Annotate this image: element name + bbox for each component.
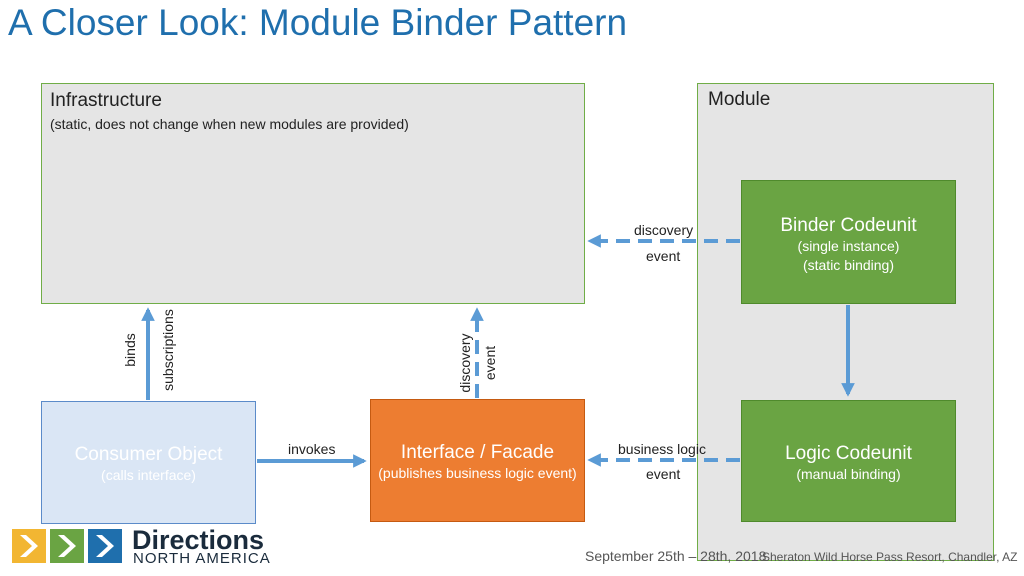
discovery-label-top: discovery [634,222,694,238]
logic-line1: (manual binding) [796,466,901,482]
binds-label: binds [122,333,138,367]
logo-name: Directions [132,525,265,555]
page-title: A Closer Look: Module Binder Pattern [8,2,628,43]
binder-line1: (single instance) [797,238,900,254]
business-logic-label: business logic [618,441,706,457]
logic-title: Logic Codeunit [785,443,912,464]
discovery-label-vertical: discovery [457,333,473,393]
consumer-line1: (calls interface) [101,467,196,483]
facade-title: Interface / Facade [400,442,555,463]
infrastructure-box: Infrastructure (static, does not change … [41,83,585,304]
consumer-title: Consumer Object [74,444,223,465]
invokes-label: invokes [288,441,336,457]
interface-facade-box: Interface / Facade (publishes business l… [370,399,585,522]
event-label-bottom: event [646,466,681,482]
footer-venue: Sheraton Wild Horse Pass Resort, Chandle… [762,550,1018,564]
logic-codeunit-box: Logic Codeunit (manual binding) [741,400,956,522]
directions-logo-icon [12,529,122,563]
binder-codeunit-box: Binder Codeunit (single instance) (stati… [741,180,956,304]
event-label-top: event [646,248,681,264]
footer-date: September 25th – 28th, 2018 [585,548,767,564]
infrastructure-subtitle: (static, does not change when new module… [50,116,409,132]
infrastructure-title: Infrastructure [50,90,162,111]
subscriptions-label: subscriptions [160,309,176,391]
facade-line1: (publishes business logic event) [378,465,577,481]
consumer-object-box: Consumer Object (calls interface) [41,401,256,524]
binder-title: Binder Codeunit [780,215,917,236]
module-title: Module [708,89,771,110]
event-label-vertical: event [482,345,498,381]
logo-subtitle: NORTH AMERICA [133,550,271,567]
binder-line2: (static binding) [802,257,895,273]
